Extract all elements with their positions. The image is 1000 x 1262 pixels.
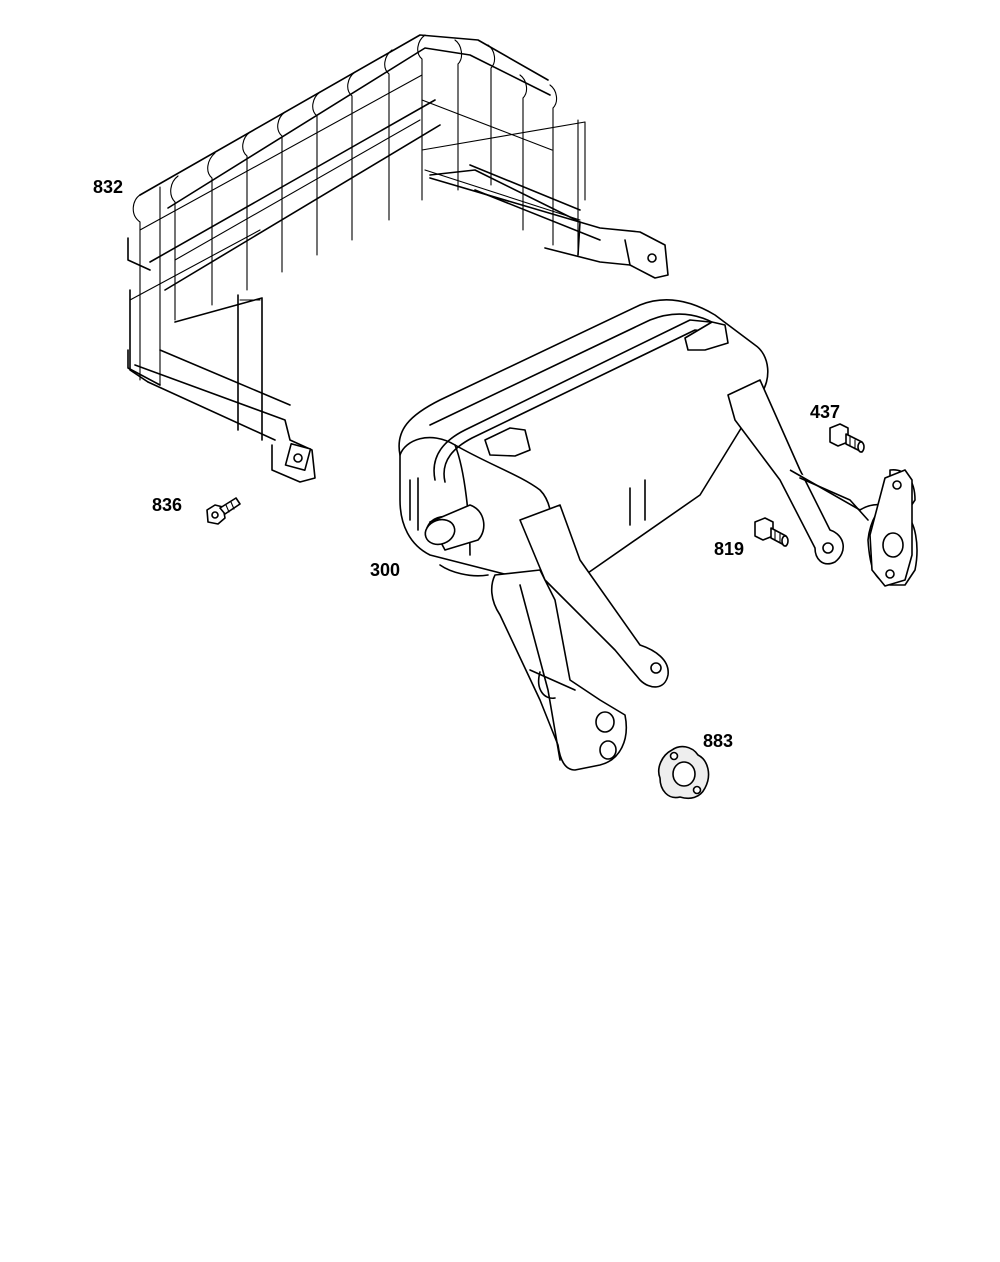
lower-bolt-part xyxy=(754,517,789,547)
callout-832: 832 xyxy=(93,177,124,197)
callout-437: 437 xyxy=(810,402,841,422)
callout-819: 819 xyxy=(714,539,745,559)
screw-part xyxy=(206,497,241,525)
callout-300: 300 xyxy=(370,560,401,580)
muffler-guard-part xyxy=(127,34,669,483)
muffler-part xyxy=(398,299,918,771)
callout-836: 836 xyxy=(152,495,183,515)
upper-bolt-part xyxy=(829,423,865,453)
gasket-part xyxy=(657,745,710,800)
callout-883: 883 xyxy=(703,731,734,751)
